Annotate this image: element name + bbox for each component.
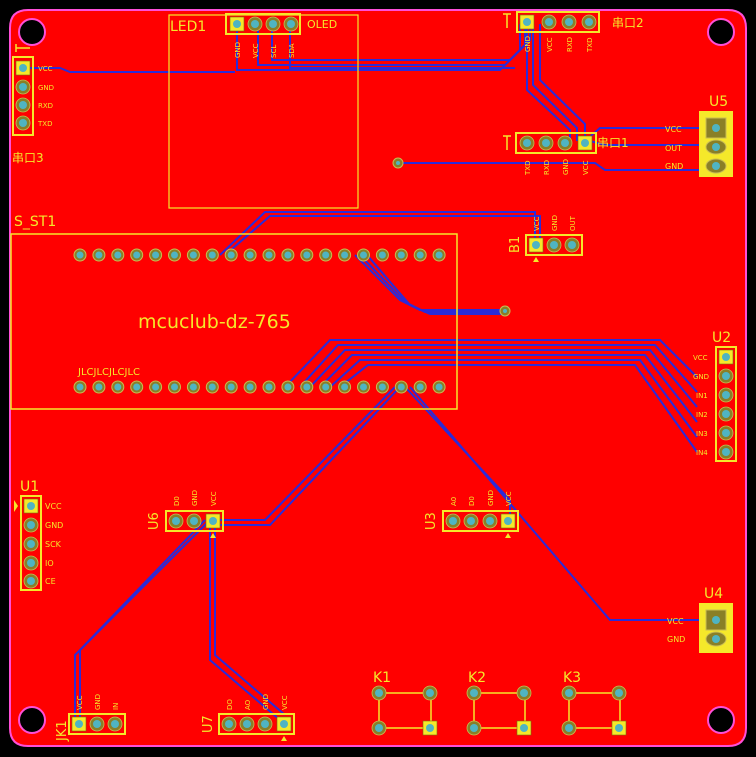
u2-pin-4: IN2 xyxy=(696,411,708,419)
mcu-bottom-pin-row xyxy=(73,380,446,394)
k3-ref: K3 xyxy=(563,670,581,686)
u3-pin-3: GND xyxy=(487,490,495,506)
uart3-pin-3: RXD xyxy=(38,102,53,110)
jlc-text: JLCJLCJLCJLC xyxy=(77,367,140,378)
uart1-header: 串口1 TXD RXD GND VCC xyxy=(503,132,629,176)
uart1-ref: 串口1 xyxy=(597,136,629,150)
led1-oled-module: LED1 OLED GND VCC SCL SDA xyxy=(168,13,359,209)
led1-pin-4: SDA xyxy=(288,43,296,58)
jk1-pin-3: IN xyxy=(112,703,120,710)
uart2-pin-4: TXD xyxy=(586,38,594,53)
uart3-pin-1: VCC xyxy=(38,65,53,73)
mcu-top-pin-row xyxy=(73,248,446,262)
u5-pin-1: VCC xyxy=(665,125,682,134)
u1-ref: U1 xyxy=(20,479,39,495)
u5-ref: U5 xyxy=(709,94,728,110)
u7-pin-1: DO xyxy=(226,699,234,710)
u4-pin-1: VCC xyxy=(667,617,684,626)
led1-ref: LED1 xyxy=(170,19,206,35)
u1-pin-1: VCC xyxy=(45,502,62,511)
mounting-holes xyxy=(18,18,735,734)
u1-pin-4: IO xyxy=(45,559,54,568)
u1-pin-2: GND xyxy=(45,521,63,530)
uart3-pin-2: GND xyxy=(38,84,54,92)
u1-pin-5: CE xyxy=(45,577,56,586)
uart3-ref: 串口3 xyxy=(12,151,44,165)
uart2-ref: 串口2 xyxy=(612,16,644,30)
u3-header: U3 A0 D0 GND VCC xyxy=(424,490,519,538)
u7-pin-2: AO xyxy=(244,699,252,710)
led1-pin-1: GND xyxy=(234,42,242,58)
u5-connector: U5 VCC OUT GND xyxy=(665,94,733,177)
uart1-pin-2: RXD xyxy=(543,160,551,175)
b1-pin-1: VCC xyxy=(533,216,541,231)
board-substrate xyxy=(9,9,747,747)
u5-pin-3: GND xyxy=(665,162,683,171)
b1-pin-3: OUT xyxy=(569,215,577,231)
u2-header: U2 VCC GND IN1 IN2 IN3 IN4 xyxy=(693,330,737,462)
uart3-header: 串口3 VCC GND RXD TXD xyxy=(12,44,54,165)
traces xyxy=(22,24,700,722)
uart1-pin-1: TXD xyxy=(524,161,532,176)
k1-ref: K1 xyxy=(373,670,391,686)
u2-pin-6: IN4 xyxy=(696,449,708,457)
u7-pin-4: VCC xyxy=(281,695,289,710)
u3-pin-4: VCC xyxy=(505,491,513,506)
u1-header: U1 VCC GND SCK IO CE xyxy=(14,479,63,591)
u6-ref: U6 xyxy=(147,512,162,530)
u2-pin-3: IN1 xyxy=(696,392,708,400)
s-st1-ref: S_ST1 xyxy=(14,214,56,230)
u2-ref: U2 xyxy=(712,330,731,346)
u2-pin-2: GND xyxy=(693,373,709,381)
button-k2: K2 xyxy=(466,670,532,736)
u7-pin-3: GND xyxy=(262,694,270,710)
u1-pin-3: SCK xyxy=(45,540,62,549)
button-k1: K1 xyxy=(371,670,438,736)
led1-name: OLED xyxy=(307,18,337,31)
k2-ref: K2 xyxy=(468,670,486,686)
uart2-header: 串口2 GND VCC RXD TXD xyxy=(503,11,644,53)
led1-pin-2: VCC xyxy=(252,43,260,58)
uart1-pin-4: VCC xyxy=(582,160,590,175)
u4-connector: U4 VCC GND xyxy=(667,586,733,653)
uart2-pin-2: VCC xyxy=(546,37,554,52)
b1-ref: B1 xyxy=(508,236,523,253)
jk1-pin-1: VCC xyxy=(76,695,84,710)
u6-pin-1: D0 xyxy=(173,496,181,506)
jk1-pin-2: GND xyxy=(94,694,102,710)
u4-pin-2: GND xyxy=(667,635,685,644)
u5-pin-2: OUT xyxy=(665,144,682,153)
u7-ref: U7 xyxy=(201,715,216,733)
uart3-pin-4: TXD xyxy=(37,120,52,128)
u6-pin-2: GND xyxy=(191,490,199,506)
u2-pin-1: VCC xyxy=(693,354,708,362)
u7-header: U7 DO AO GND VCC xyxy=(201,694,295,741)
button-k3: K3 xyxy=(561,670,627,736)
u6-header: U6 D0 GND VCC xyxy=(147,490,224,538)
b1-header: B1 VCC GND OUT xyxy=(508,215,583,262)
u3-pin-1: A0 xyxy=(450,497,458,506)
u2-pin-5: IN3 xyxy=(696,430,708,438)
uart1-pin-3: GND xyxy=(562,159,570,175)
uart2-pin-1: GND xyxy=(524,36,532,52)
jk1-ref: JK1 xyxy=(55,720,70,742)
led1-pin-3: SCL xyxy=(270,45,278,58)
jk1-header: JK1 VCC GND IN xyxy=(55,694,126,742)
board-title: mcuclub-dz-765 xyxy=(138,311,291,333)
u3-ref: U3 xyxy=(424,512,439,530)
uart2-pin-3: RXD xyxy=(566,37,574,52)
s-st1-mcu: S_ST1 mcuclub-dz-765 JLCJLCJLCJLC xyxy=(10,214,458,410)
b1-pin-2: GND xyxy=(551,215,559,231)
u4-ref: U4 xyxy=(704,586,723,602)
u6-pin-3: VCC xyxy=(210,491,218,506)
u3-pin-2: D0 xyxy=(468,496,476,506)
